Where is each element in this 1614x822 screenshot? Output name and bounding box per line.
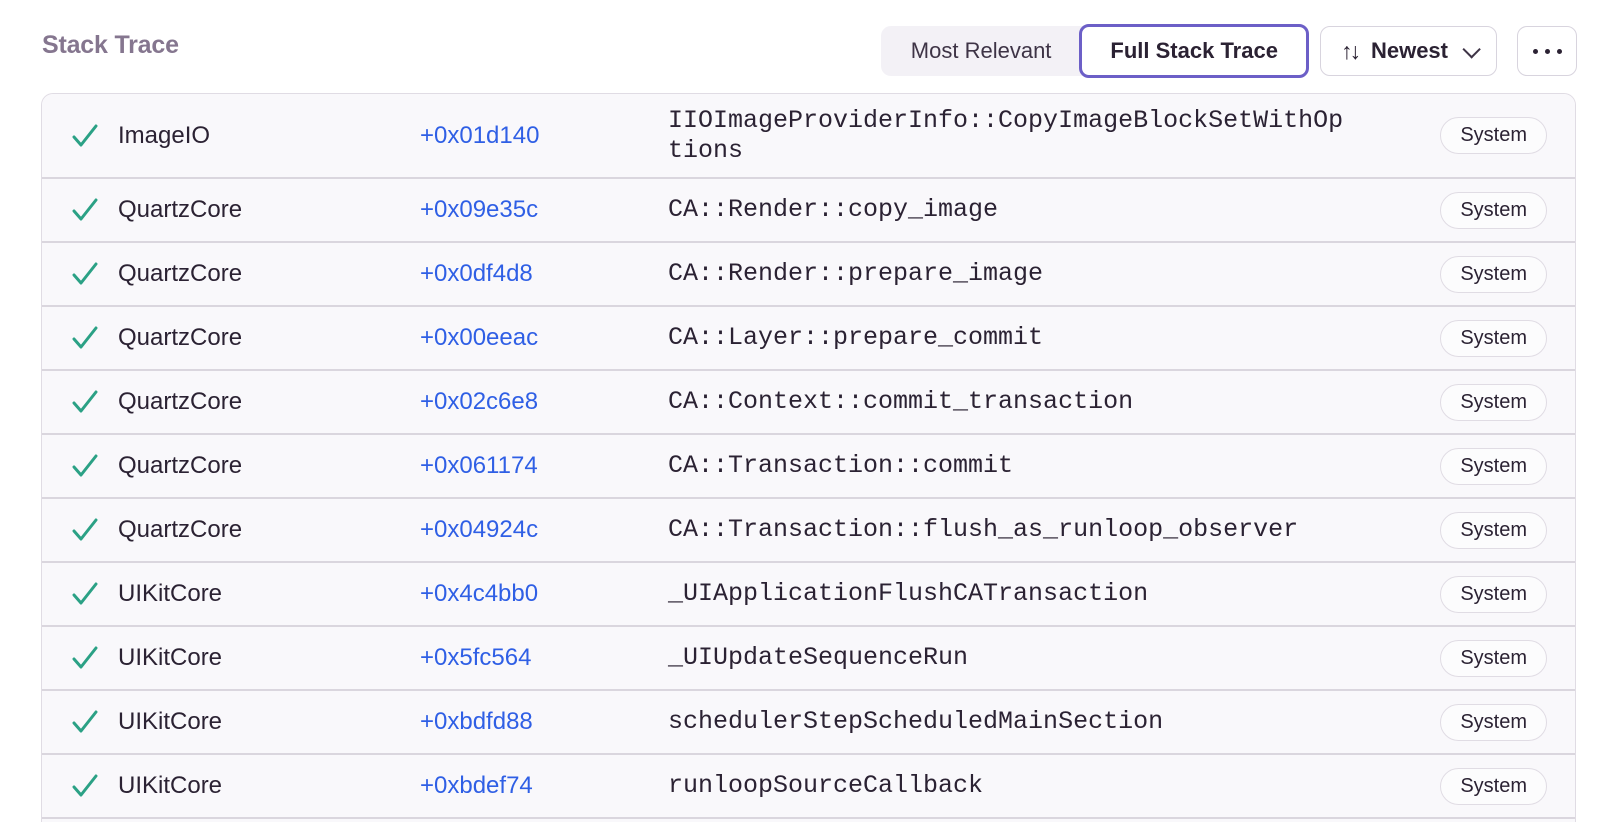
- frame-address-link[interactable]: +0x00eeac: [420, 324, 539, 351]
- frame-function: _UIApplicationFlushCATransaction: [668, 579, 1149, 608]
- frame-module: QuartzCore: [118, 196, 243, 223]
- system-badge: System: [1440, 319, 1547, 357]
- row-separator: [42, 369, 1575, 371]
- frame-address-link[interactable]: +0x0df4d8: [420, 260, 533, 287]
- ellipsis-icon: [1532, 48, 1562, 54]
- stack-frame-row[interactable]: QuartzCore +0x09e35c CA::Render::copy_im…: [42, 179, 1575, 241]
- row-separator: [42, 753, 1575, 755]
- stack-frame-row[interactable]: QuartzCore +0x061174 CA::Transaction::co…: [42, 435, 1575, 497]
- check-icon: [70, 323, 102, 353]
- frame-function: CA::Context::commit_transaction: [668, 387, 1134, 416]
- frame-function: schedulerStepScheduledMainSection: [668, 707, 1164, 736]
- stack-frame-row-partial: [42, 819, 1575, 822]
- frame-function: CA::Transaction::flush_as_runloop_observ…: [668, 515, 1299, 544]
- chevron-down-icon: [1462, 39, 1481, 59]
- system-badge: System: [1440, 767, 1547, 805]
- check-icon: [70, 451, 102, 481]
- more-options-button[interactable]: [1517, 26, 1577, 76]
- frame-address-link[interactable]: +0x4c4bb0: [420, 580, 539, 607]
- stack-frame-row[interactable]: ImageIO +0x01d140 IIOImageProviderInfo::…: [42, 94, 1575, 177]
- row-separator: [42, 561, 1575, 563]
- frame-module: QuartzCore: [118, 260, 243, 287]
- system-badge: System: [1440, 191, 1547, 229]
- stack-frames-table: ImageIO +0x01d140 IIOImageProviderInfo::…: [41, 93, 1576, 822]
- row-separator: [42, 497, 1575, 499]
- frame-address-link[interactable]: +0x04924c: [420, 516, 539, 543]
- stack-frame-row[interactable]: QuartzCore +0x04924c CA::Transaction::fl…: [42, 499, 1575, 561]
- row-separator: [42, 241, 1575, 243]
- system-badge: System: [1440, 117, 1547, 154]
- row-separator: [42, 305, 1575, 307]
- frame-module: QuartzCore: [118, 452, 243, 479]
- frame-module: QuartzCore: [118, 516, 243, 543]
- frame-address-link[interactable]: +0x09e35c: [420, 196, 539, 223]
- system-badge: System: [1440, 575, 1547, 613]
- frame-address-link[interactable]: +0x01d140: [420, 121, 540, 149]
- check-icon: [70, 387, 102, 417]
- row-separator: [42, 625, 1575, 627]
- frame-address-link[interactable]: +0x02c6e8: [420, 388, 539, 415]
- frame-function: CA::Render::prepare_image: [668, 259, 1044, 288]
- frame-module: UIKitCore: [118, 644, 223, 671]
- frame-function: CA::Transaction::commit: [668, 451, 1014, 480]
- system-badge: System: [1440, 511, 1547, 549]
- system-badge: System: [1440, 639, 1547, 677]
- sort-label: Newest: [1370, 38, 1448, 63]
- check-icon: [70, 707, 102, 737]
- check-icon: [70, 195, 102, 225]
- stack-frame-row[interactable]: QuartzCore +0x02c6e8 CA::Context::commit…: [42, 371, 1575, 433]
- frame-module: UIKitCore: [118, 580, 223, 607]
- system-badge: System: [1440, 703, 1547, 741]
- frame-module: QuartzCore: [118, 388, 243, 415]
- display-mode-toggle: Most Relevant Full Stack Trace: [880, 24, 1309, 78]
- check-icon: [70, 579, 102, 609]
- row-separator: [42, 177, 1575, 179]
- frame-address-link[interactable]: +0xbdfd88: [420, 708, 533, 735]
- most-relevant-option[interactable]: Most Relevant: [881, 26, 1082, 76]
- frame-function: IIOImageProviderInfo::CopyImageBlockSetW…: [668, 105, 1344, 165]
- stack-frame-row[interactable]: UIKitCore +0xbdef74 runloopSourceCallbac…: [42, 755, 1575, 817]
- system-badge: System: [1440, 447, 1547, 485]
- frame-module: UIKitCore: [118, 708, 223, 735]
- full-stack-trace-option[interactable]: Full Stack Trace: [1079, 24, 1309, 78]
- system-badge: System: [1440, 255, 1547, 293]
- frame-address-link[interactable]: +0x061174: [420, 452, 538, 479]
- sort-newest-button[interactable]: ↑↓ Newest: [1319, 26, 1497, 76]
- row-separator: [42, 433, 1575, 435]
- system-badge: System: [1440, 383, 1547, 421]
- row-separator: [42, 689, 1575, 691]
- frame-address-link[interactable]: +0xbdef74: [420, 772, 533, 799]
- stack-trace-toolbar: Most Relevant Full Stack Trace ↑↓ Newest: [880, 24, 1577, 78]
- row-separator: [42, 817, 1575, 819]
- frame-function: CA::Layer::prepare_commit: [668, 323, 1044, 352]
- frame-module: QuartzCore: [118, 324, 243, 351]
- check-icon: [70, 515, 102, 545]
- check-icon: [70, 259, 102, 289]
- frame-function: CA::Render::copy_image: [668, 195, 999, 224]
- sort-arrows-icon: ↑↓: [1340, 37, 1361, 64]
- stack-frame-row[interactable]: UIKitCore +0xbdfd88 schedulerStepSchedul…: [42, 691, 1575, 753]
- check-icon: [70, 121, 102, 151]
- frame-module: UIKitCore: [118, 772, 223, 799]
- stack-frame-row[interactable]: UIKitCore +0x5fc564 _UIUpdateSequenceRun…: [42, 627, 1575, 689]
- frame-function: runloopSourceCallback: [668, 771, 984, 800]
- stack-frame-row[interactable]: QuartzCore +0x00eeac CA::Layer::prepare_…: [42, 307, 1575, 369]
- stack-frame-row[interactable]: UIKitCore +0x4c4bb0 _UIApplicationFlushC…: [42, 563, 1575, 625]
- check-icon: [70, 643, 102, 673]
- frame-module: ImageIO: [118, 121, 211, 149]
- frame-function: _UIUpdateSequenceRun: [668, 643, 969, 672]
- frame-address-link[interactable]: +0x5fc564: [420, 644, 532, 671]
- page-title: Stack Trace: [42, 31, 179, 59]
- check-icon: [70, 771, 102, 801]
- stack-frame-row[interactable]: QuartzCore +0x0df4d8 CA::Render::prepare…: [42, 243, 1575, 305]
